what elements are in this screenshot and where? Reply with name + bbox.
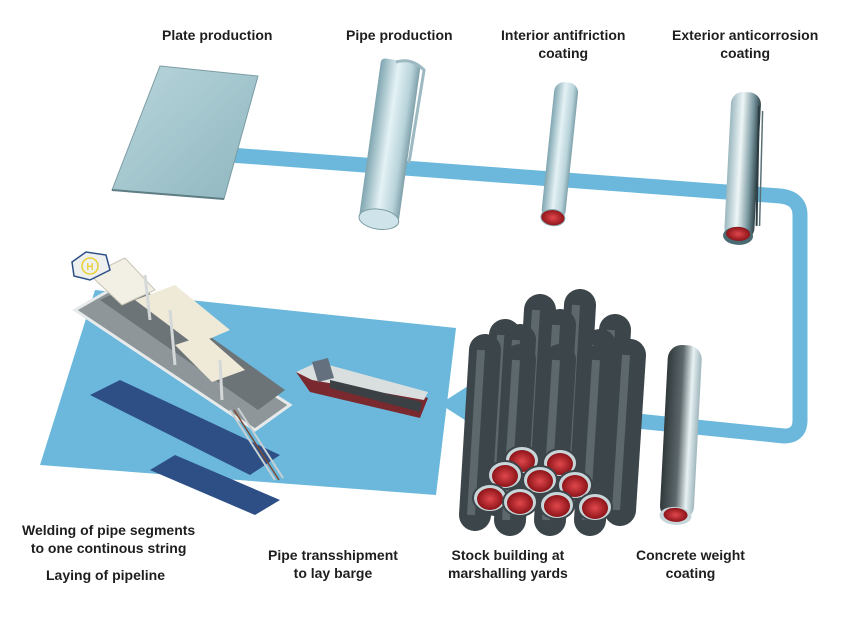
pipe-highlight (467, 349, 485, 516)
label-stock-building: Stock building at marshalling yards (448, 546, 568, 582)
label-line: Welding of pipe segments (22, 522, 196, 538)
label-line: Plate production (162, 27, 273, 43)
pipe-end-interior (492, 465, 518, 487)
label-line: Exterior anticorrosion (672, 27, 819, 43)
pipe-end-interior (562, 475, 588, 497)
flow-arrow-head (440, 386, 468, 422)
label-line: coating (720, 45, 771, 61)
helipad-letter: H (86, 262, 93, 273)
label-plate-production: Plate production (162, 26, 272, 44)
flow-line (229, 147, 808, 444)
formed-pipe (358, 58, 426, 231)
pipe-end-interior (547, 453, 573, 475)
label-transshipment: Pipe transshipment to lay barge (268, 546, 398, 582)
pipe-end-interior (582, 497, 608, 519)
concrete-coated-pipe (659, 344, 702, 525)
label-line: Concrete weight (636, 547, 745, 563)
pipe-end-interior (527, 470, 553, 492)
lay-barge: H (71, 251, 293, 515)
label-pipe-production: Pipe production (346, 26, 453, 44)
label-exterior-coating: Exterior anticorrosion coating (672, 26, 818, 62)
label-interior-coating: Interior antifriction coating (501, 26, 625, 62)
label-line: coating (538, 45, 589, 61)
pipe-end-interior (544, 495, 570, 517)
pipe-end-interior (477, 488, 503, 510)
pipe-end-interior (507, 492, 533, 514)
pipe-stack (459, 289, 646, 536)
helipad (71, 251, 111, 281)
label-laying: Laying of pipeline (46, 566, 165, 584)
flow-path (229, 147, 808, 444)
label-line: to lay barge (293, 565, 373, 581)
label-line: Stock building at (451, 547, 565, 563)
label-line: Pipe transshipment (268, 547, 398, 563)
interior-coated-pipe (540, 82, 579, 227)
label-line: marshalling yards (448, 565, 568, 581)
steel-plate (111, 65, 259, 200)
label-welding: Welding of pipe segments to one continou… (22, 521, 195, 557)
label-line: Pipe production (346, 27, 453, 43)
label-line: Laying of pipeline (46, 567, 166, 583)
label-line: Interior antifriction (501, 27, 626, 43)
exterior-coated-pipe (723, 91, 764, 245)
label-line: coating (665, 565, 716, 581)
transport-vessel (296, 358, 428, 418)
pipe-highlight (612, 354, 630, 511)
label-concrete-coating: Concrete weight coating (636, 546, 745, 582)
label-line: to one continous string (30, 540, 187, 556)
